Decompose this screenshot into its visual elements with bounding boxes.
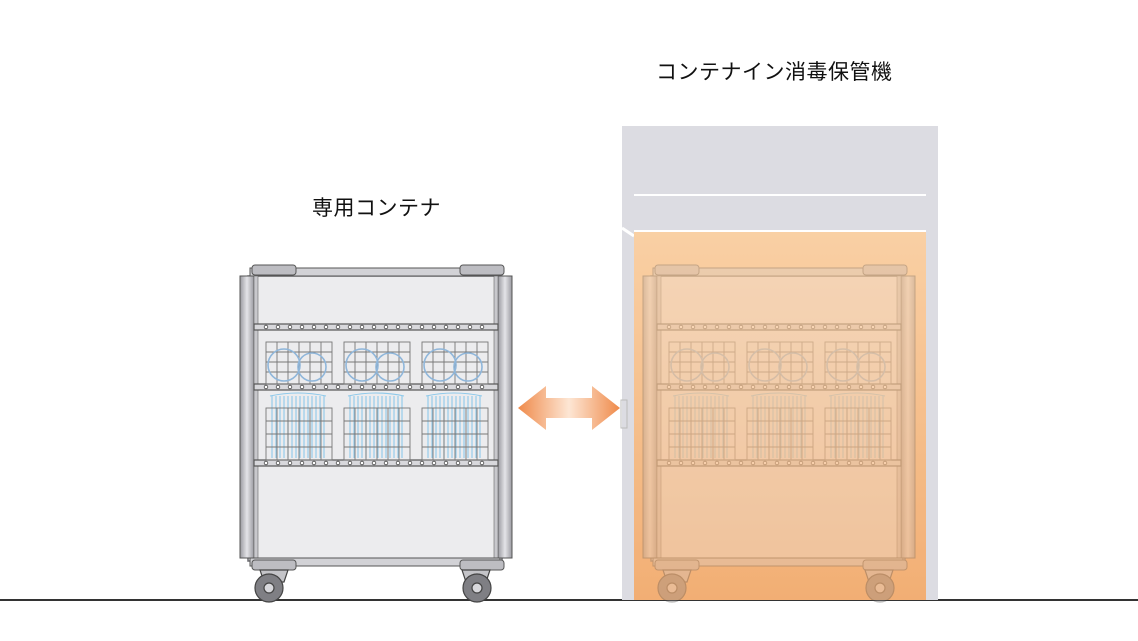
sterilizer-storage-label: コンテナイン消毒保管機 [656,60,893,84]
dedicated-container-label: 専用コンテナ [312,196,441,220]
sterilizer-storage-cabinet [620,126,938,603]
double-arrow-icon [518,386,620,430]
heat-overlay [634,232,926,600]
cabinet-top-panel [634,126,926,194]
dedicated-container-cart [239,264,513,603]
cabinet-left-post [622,126,634,600]
door-latch [620,399,628,429]
cabinet-right-post [926,126,938,600]
cabinet-upper-panel [634,196,926,230]
